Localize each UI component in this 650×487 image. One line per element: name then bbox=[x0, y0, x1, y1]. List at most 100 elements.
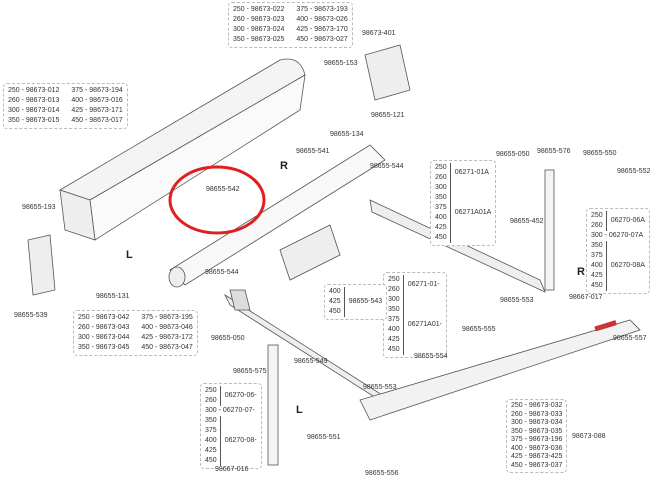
part-label: 98655-556 bbox=[365, 470, 399, 477]
table-cell: 450 - 98673-037 bbox=[511, 461, 563, 469]
part-label: 98655-539 bbox=[14, 312, 48, 319]
part-code: 06271A01- bbox=[407, 321, 442, 328]
size: 450 bbox=[205, 457, 217, 464]
part-label: 98655-544 bbox=[370, 163, 404, 170]
size: 400 bbox=[205, 437, 217, 444]
size: 425 bbox=[329, 298, 341, 305]
size: 375 bbox=[205, 427, 217, 434]
roller-tube bbox=[168, 144, 386, 288]
size: 375 bbox=[591, 252, 603, 259]
part-label: 98655-050 bbox=[496, 151, 530, 158]
table-cell: 300 - 98673-034 bbox=[511, 419, 563, 426]
size: 300 bbox=[388, 296, 400, 303]
part-label: 98655-553 bbox=[500, 297, 534, 304]
size: 250 bbox=[388, 276, 400, 283]
part-code: 06270-08- bbox=[224, 437, 257, 444]
table-cell: 400 - 98673-046 bbox=[141, 324, 193, 331]
table-cell: 425 - 98673-425 bbox=[511, 453, 563, 460]
size: 425 bbox=[205, 447, 217, 454]
size: 450 bbox=[591, 282, 603, 289]
table-cell: 300 - 98673-044 bbox=[78, 334, 130, 341]
end-cap-401 bbox=[364, 44, 411, 101]
table-cell: 260 - 98673-033 bbox=[511, 410, 563, 418]
size: 350 bbox=[205, 417, 217, 424]
part-label: 98655-193 bbox=[22, 204, 56, 211]
table-cell: 375 - 98673-195 bbox=[141, 314, 193, 321]
part-label: 98655-575 bbox=[233, 368, 267, 375]
part-label: 98655-552 bbox=[617, 168, 650, 175]
part-label: 98667-017 bbox=[569, 294, 603, 301]
size: 450 bbox=[329, 308, 341, 315]
size: 250 bbox=[591, 212, 603, 219]
part-label: 98655-131 bbox=[96, 293, 130, 300]
part-code: 06271-01A bbox=[454, 169, 489, 176]
part-code: 06270-06- bbox=[224, 392, 257, 399]
size: 400 bbox=[435, 214, 447, 221]
part-label: 98655-557 bbox=[613, 335, 647, 342]
table-cell: 350 - 98673-035 bbox=[511, 427, 563, 435]
table-cell: 260 - 98673-013 bbox=[8, 97, 60, 104]
part-label: 98655-555 bbox=[462, 326, 496, 333]
size: 400 bbox=[388, 326, 400, 333]
part-label: 98655-134 bbox=[330, 131, 364, 138]
part-label: 98655-550 bbox=[583, 150, 617, 157]
part-label: 98655-551 bbox=[307, 434, 341, 441]
highlight-circle bbox=[168, 165, 266, 235]
part-code: 300 - 06270-07- bbox=[205, 407, 255, 414]
size: 260 bbox=[205, 397, 217, 404]
part-label: 98667-016 bbox=[215, 466, 249, 473]
part-code: 06270-08A bbox=[610, 262, 645, 269]
part-label: 98673-088 bbox=[572, 433, 606, 440]
end-cap-539 bbox=[27, 234, 56, 296]
table-cell: 350 - 98673-025 bbox=[233, 36, 285, 43]
table-cell: 375 - 98673-193 bbox=[296, 6, 348, 13]
part-label: 98655-542 bbox=[206, 186, 240, 193]
size: 425 bbox=[435, 224, 447, 231]
table-cell: 350 - 98673-015 bbox=[8, 117, 60, 124]
part-label: 98655-541 bbox=[296, 148, 330, 155]
side-marker-right: R bbox=[577, 266, 585, 278]
table-cell: 450 - 98673-047 bbox=[141, 344, 193, 351]
front-bar-table: 250 - 98673-032 260 - 98673-033 300 - 98… bbox=[506, 399, 568, 473]
size: 375 bbox=[435, 204, 447, 211]
part-label: 98655-554 bbox=[414, 353, 448, 360]
part-code: 300 - 06270-07A bbox=[591, 232, 644, 239]
front-bar bbox=[359, 319, 641, 421]
table-cell: 250 - 98673-032 bbox=[511, 402, 563, 409]
size: 400 bbox=[591, 262, 603, 269]
table-cell: 425 - 98673-170 bbox=[296, 26, 348, 33]
size: 350 bbox=[388, 306, 400, 313]
bracket-543 bbox=[279, 224, 341, 281]
leg-left-table: 250 260 06270-06- 300 - 06270-07- 350 375 40… bbox=[200, 383, 262, 469]
size: 425 bbox=[388, 336, 400, 343]
size: 300 bbox=[435, 184, 447, 191]
table-cell: 450 - 98673-017 bbox=[71, 117, 123, 124]
size: 375 bbox=[388, 316, 400, 323]
part-label: 98655-549 bbox=[294, 358, 328, 365]
part-code: 06271A01A bbox=[454, 209, 492, 216]
part-code: 06271-01- bbox=[407, 281, 440, 288]
size: 250 bbox=[205, 387, 217, 394]
table-cell: 425 - 98673-171 bbox=[71, 107, 123, 114]
size: 450 bbox=[388, 346, 400, 353]
table-cell: 400 - 98673-026 bbox=[296, 16, 348, 23]
part-label: 98655-153 bbox=[324, 60, 358, 67]
size: 350 bbox=[591, 242, 603, 249]
side-marker-left: L bbox=[126, 249, 133, 261]
part-label: 98655-050 bbox=[211, 335, 245, 342]
table-cell: 300 - 98673-024 bbox=[233, 26, 285, 33]
table-cell: 300 - 98673-014 bbox=[8, 107, 60, 114]
part-code: 06270-06A bbox=[610, 217, 645, 224]
table-cell: 375 - 98673-196 bbox=[511, 436, 563, 443]
table-cell: 400 - 98673-016 bbox=[71, 97, 123, 104]
size: 260 bbox=[435, 174, 447, 181]
part-label: 98655-576 bbox=[537, 148, 571, 155]
size: 350 bbox=[435, 194, 447, 201]
